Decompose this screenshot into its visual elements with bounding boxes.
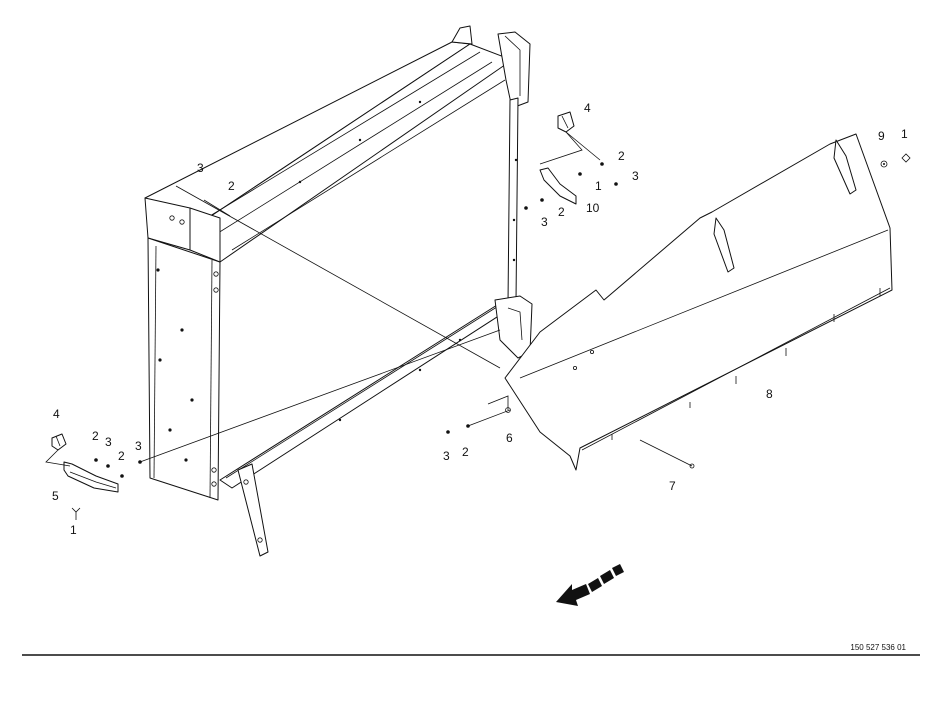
callout-2-left-b: 2 — [118, 449, 125, 463]
callout-1-right-a: 1 — [595, 179, 602, 193]
callout-3-left-b: 3 — [135, 439, 142, 453]
callout-3-mid: 3 — [443, 449, 450, 463]
left-bracket-group — [45, 433, 142, 520]
callout-2-right-a: 2 — [618, 149, 625, 163]
callout-2-left-a: 2 — [92, 429, 99, 443]
callout-3-right-b: 3 — [541, 215, 548, 229]
drawing-number: 150 527 536 01 — [850, 643, 906, 652]
callout-3-top: 3 — [197, 161, 204, 175]
callout-7-shield: 7 — [669, 479, 676, 493]
callout-2-mid: 2 — [462, 445, 469, 459]
mid-fastener-group — [446, 395, 511, 434]
callout-1-left: 1 — [70, 523, 77, 537]
main-frame — [144, 25, 533, 557]
far-fastener-group — [880, 153, 911, 168]
callout-5-left: 5 — [52, 489, 59, 503]
callout-1-far: 1 — [901, 127, 908, 141]
travel-direction-arrow-icon — [556, 564, 624, 606]
callout-2-top: 2 — [228, 179, 235, 193]
callout-3-left-a: 3 — [105, 435, 112, 449]
callout-6-mid: 6 — [506, 431, 513, 445]
callout-4-right: 4 — [584, 101, 591, 115]
callout-3-right-a: 3 — [632, 169, 639, 183]
callout-labels: 4 2 3 2 3 5 1 3 2 4 2 1 3 2 10 3 9 1 8 3… — [52, 101, 908, 537]
callout-2-right-b: 2 — [558, 205, 565, 219]
callout-4-left: 4 — [53, 407, 60, 421]
callout-8-shield: 8 — [766, 387, 773, 401]
callout-10-right: 10 — [586, 201, 600, 215]
callout-9-far: 9 — [878, 129, 885, 143]
right-bracket-group — [524, 111, 618, 210]
shield-panel — [504, 133, 893, 471]
